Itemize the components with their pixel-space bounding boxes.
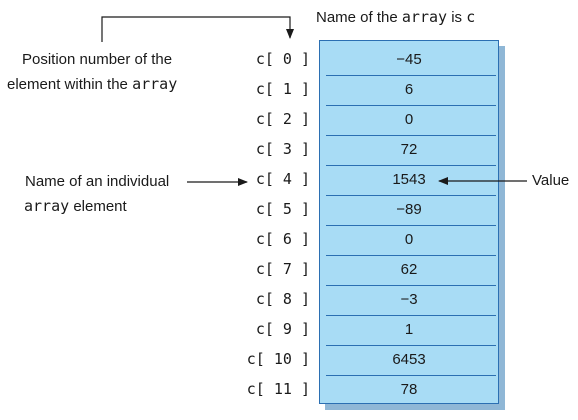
- array-element-value: 1: [404, 321, 414, 338]
- cell-separator: [326, 225, 496, 226]
- cell-separator: [326, 195, 496, 196]
- array-element-value: 62: [400, 261, 418, 278]
- cell-separator: [326, 375, 496, 376]
- array-element-value: −3: [400, 291, 418, 308]
- array-index-label: c[ 6 ]: [255, 230, 310, 248]
- cell-separator: [326, 285, 496, 286]
- array-element-value: 6: [404, 81, 414, 98]
- array-index-label: c[ 7 ]: [255, 260, 310, 278]
- position-number-arrow: [101, 16, 294, 42]
- array-element-value: −45: [396, 51, 422, 68]
- array-column: −45 6 0 72 1543 −89 0 62 −3 1 6453 78: [319, 40, 505, 410]
- position-number-label-line2: element within the array: [7, 74, 177, 95]
- array-index-label: c[ 9 ]: [255, 320, 310, 338]
- array-element-value: 0: [404, 111, 414, 128]
- cell-separator: [326, 135, 496, 136]
- array-index-label: c[ 8 ]: [255, 290, 310, 308]
- array-index-label: c[ 3 ]: [255, 140, 310, 158]
- array-index-label: c[ 11 ]: [246, 380, 310, 398]
- value-label: Value: [532, 172, 570, 189]
- cell-separator: [326, 105, 496, 106]
- array-element-value: 0: [404, 231, 414, 248]
- cell-separator: [326, 345, 496, 346]
- array-element-value: 72: [400, 141, 418, 158]
- element-name-text: element: [69, 198, 127, 215]
- title-text: Name of the: [316, 9, 402, 26]
- array-element-value: 1543: [392, 171, 426, 188]
- cell-separator: [326, 165, 496, 166]
- array-index-label: c[ 0 ]: [255, 50, 310, 68]
- cell-separator: [326, 75, 496, 76]
- array-element-value: −89: [396, 201, 422, 218]
- cell-separator: [326, 315, 496, 316]
- title-text-is: is: [447, 9, 467, 26]
- title-code-array: array: [401, 8, 448, 26]
- array-element-value: 6453: [392, 351, 426, 368]
- position-label-code: array: [132, 75, 178, 93]
- array-index-label: c[ 4 ]: [255, 170, 310, 188]
- array-element-value: 78: [400, 381, 418, 398]
- array-cells: −45 6 0 72 1543 −89 0 62 −3 1 6453 78: [319, 40, 499, 404]
- array-index-label: c[ 5 ]: [255, 200, 310, 218]
- array-index-label: c[ 1 ]: [255, 80, 310, 98]
- element-name-label-line2: array element: [24, 196, 127, 217]
- title-code-var: c: [466, 8, 476, 26]
- position-label-text: element within the: [7, 76, 133, 93]
- element-name-label: Name of an individual: [25, 173, 170, 190]
- cell-separator: [326, 255, 496, 256]
- array-shadow-bottom: [325, 404, 505, 410]
- diagram-title: Name of the array is c: [316, 7, 475, 28]
- array-shadow-right: [499, 46, 505, 410]
- array-index-label: c[ 10 ]: [246, 350, 310, 368]
- element-name-code: array: [24, 197, 70, 215]
- array-index-label: c[ 2 ]: [255, 110, 310, 128]
- position-number-label: Position number of the: [22, 51, 173, 68]
